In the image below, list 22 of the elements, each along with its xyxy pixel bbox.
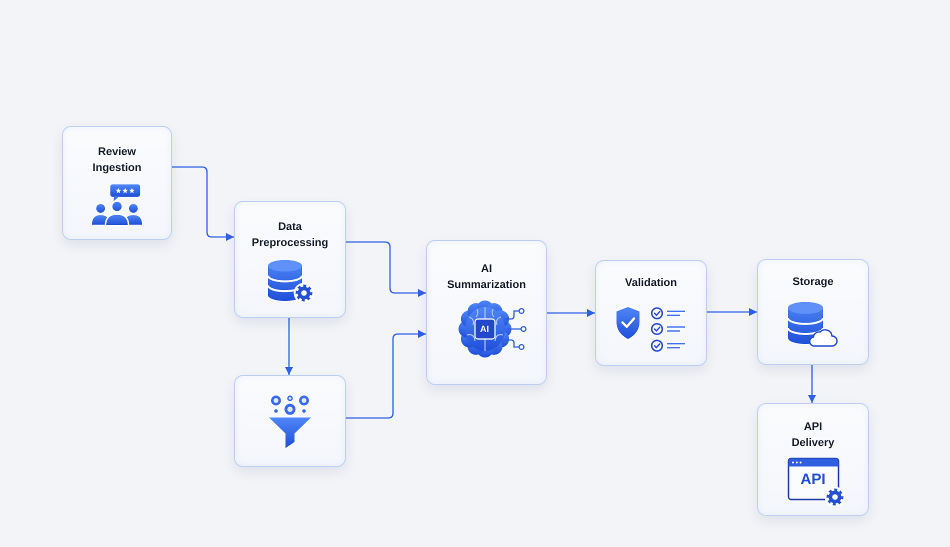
chip-label: AI (479, 322, 490, 336)
arrow (285, 318, 293, 375)
process-card (757, 403, 869, 516)
arrow (808, 365, 816, 403)
node-title: API Delivery (790, 420, 836, 451)
arrow (346, 330, 426, 419)
arrow (346, 241, 426, 297)
process-card (234, 375, 346, 467)
process-card (426, 240, 547, 385)
arrow (707, 308, 757, 316)
node-title: Review Ingestion (92, 145, 142, 176)
process-card (757, 259, 869, 365)
process-card (595, 260, 707, 366)
process-card (234, 201, 346, 318)
node-title: Validation (625, 276, 677, 291)
node-title: Storage (792, 275, 834, 290)
window-label: API (799, 470, 826, 490)
node-title: AI Summarization (446, 262, 527, 293)
arrow (547, 309, 595, 317)
arrow (172, 166, 234, 241)
node-title: Data Preprocessing (250, 220, 330, 251)
process-card (62, 126, 172, 240)
